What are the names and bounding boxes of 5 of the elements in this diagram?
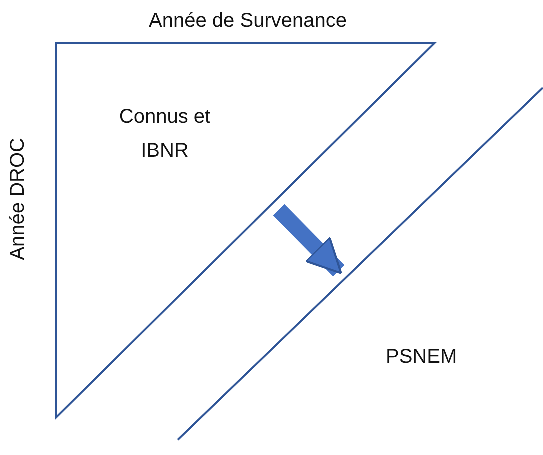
region-label: PSNEM (386, 346, 458, 369)
region-label: Connus et IBNR (118, 105, 212, 164)
axis-label: Année de Survenance (148, 10, 348, 33)
arrow (273, 204, 345, 277)
axis-label: Année DROC (7, 138, 30, 260)
